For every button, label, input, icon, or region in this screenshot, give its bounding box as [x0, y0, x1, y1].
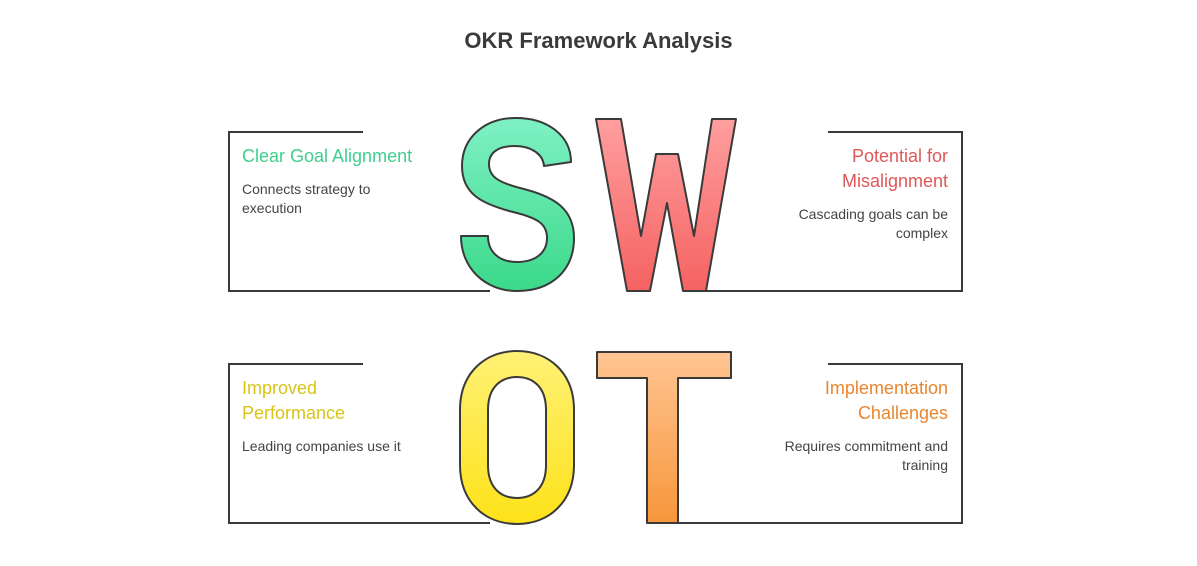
weakness-box-frame	[700, 131, 963, 292]
strength-title: Clear Goal Alignment	[242, 146, 413, 166]
threat-description: Requires commitment and training	[784, 438, 948, 473]
strength-description: Connects strategy to execution	[242, 181, 371, 216]
threat-box-frame	[670, 363, 963, 524]
letter-w-shape	[595, 118, 737, 292]
page-title: OKR Framework Analysis	[464, 28, 733, 53]
threat-title: Implementation Challenges	[824, 378, 948, 423]
opportunity-box-frame	[228, 363, 490, 524]
opportunity-description: Leading companies use it	[242, 438, 401, 454]
weakness-description: Cascading goals can be complex	[798, 206, 948, 241]
letter-o-shape	[459, 350, 575, 525]
opportunity-title: Improved Performance	[242, 378, 346, 423]
weakness-title: Potential for Misalignment	[841, 146, 948, 191]
letter-s-shape	[460, 117, 575, 292]
letter-t-shape	[596, 351, 732, 524]
strength-box-frame	[228, 131, 490, 292]
